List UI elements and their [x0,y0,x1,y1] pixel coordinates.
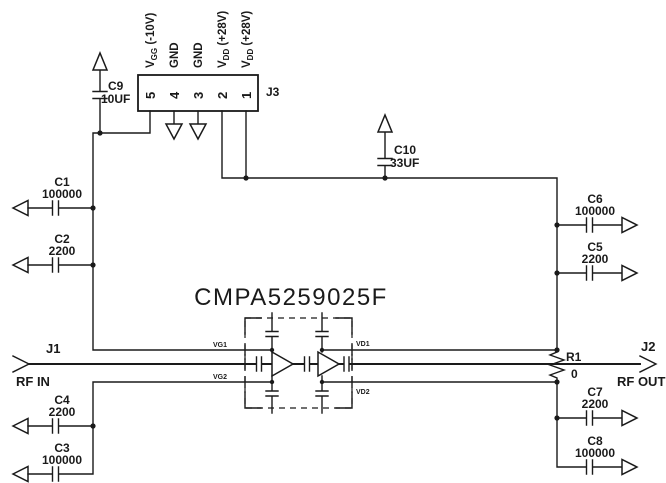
arrow-up-icon [376,113,394,133]
capacitor-symbol [27,200,94,216]
resistor-symbol [547,349,567,383]
chip-pin-vd2: VD2 [356,389,370,396]
port-j1: J1 RF IN [12,341,60,389]
port-label: RF OUT [617,374,665,389]
wire-vg2-rail [58,381,273,475]
capacitor-symbol [27,466,60,482]
cap-label: C9 [108,79,124,93]
cap-value: 100000 [575,204,615,218]
pin-number-3: 3 [191,92,206,99]
chip-outline-corners [244,317,353,409]
capacitor-c2: C2 2200 [11,232,94,274]
chip-title: CMPA5259025F [194,284,388,311]
cap-label: C1 [54,175,70,189]
cap-value: 10UF [101,92,130,106]
port-arrow-icon [639,355,658,373]
capacitor-c8: C8 100000 [575,434,639,476]
cap-value: 100000 [575,446,615,460]
arrow-up-icon [91,51,109,71]
cap-value: 33UF [390,156,419,170]
port-label: RF IN [16,374,50,389]
port-j2: J2 RF OUT [617,339,665,389]
connector-refdes: J3 [266,85,280,99]
capacitor-c4: C4 2200 [11,393,94,435]
amplifier-triangle [271,350,295,378]
arrow-right-icon [621,409,639,427]
capacitor-symbol [556,410,623,426]
pin-number-1: 1 [239,92,254,99]
pin-label-vdd1: VDD (+28V) [241,11,255,68]
cap-label: C4 [54,393,70,407]
arrow-left-icon [11,465,29,483]
cap-label: C5 [587,240,603,254]
cap-value: 2200 [582,252,609,266]
cap-value: 2200 [49,244,76,258]
chip-cmpa5259025f: CMPA5259025F VG1 VG2 VD1 VD2 [194,284,388,414]
capacitor-symbol [27,257,94,273]
capacitor-c1: C1 100000 [11,175,94,217]
capacitor-symbol [585,459,623,475]
port-refdes: J1 [46,341,60,356]
amplifier-triangle [317,350,341,378]
cap-value: 2200 [582,397,609,411]
wire-vgg-rail [92,110,273,351]
arrow-right-icon [621,458,639,476]
arrow-left-icon [11,256,29,274]
capacitor-symbol [92,69,108,134]
cap-label: C2 [54,232,70,246]
cap-label: C8 [587,434,603,448]
wire-vdd-rail [221,110,558,351]
cap-label: C10 [394,143,416,157]
internal-cap-stack [265,312,279,353]
chip-pin-vd1: VD1 [356,341,370,348]
pin-number-4: 4 [167,91,182,99]
capacitor-symbol [27,418,94,434]
port-arrow-icon [12,355,31,373]
series-capacitor-symbol [255,356,350,372]
chip-pin-vg2: VG2 [213,374,227,381]
chip-pin-vg1: VG1 [213,342,227,349]
ground-icon [164,123,184,141]
capacitor-symbol [556,217,623,233]
cap-value: 100000 [42,453,82,467]
capacitor-c5: C5 2200 [556,240,639,282]
resistor-r1: R1 0 [547,349,582,383]
connector-j3: J3 5 4 3 2 1 VGG (-10V) GND GND VDD (+28… [137,11,280,141]
arrow-right-icon [621,264,639,282]
power-rails [58,110,587,475]
pin-label-gnd3: GND [193,42,205,68]
pin-label-vgg: VGG (-10V) [145,13,159,68]
internal-cap-stack [315,312,329,353]
capacitor-symbol [377,131,393,179]
wire-vd2-rail [321,381,587,468]
arrow-left-icon [11,417,29,435]
arrow-right-icon [621,216,639,234]
cap-label: C3 [54,441,70,455]
cap-value: 2200 [49,405,76,419]
capacitor-c9: C9 10UF [91,51,130,134]
arrow-left-icon [11,199,29,217]
capacitor-c6: C6 100000 [556,192,639,234]
resistor-value: 0 [571,367,578,381]
capacitor-c10: C10 33UF [376,113,419,179]
cap-label: C7 [587,385,603,399]
capacitor-c3: C3 100000 [11,441,82,483]
ground-icon [188,123,208,141]
cap-value: 100000 [42,187,82,201]
cap-label: C6 [587,192,603,206]
pin-number-2: 2 [215,92,230,99]
pin-label-vdd2: VDD (+28V) [217,11,231,68]
pin-number-5: 5 [143,92,158,99]
port-refdes: J2 [641,339,655,354]
capacitor-symbol [556,265,623,281]
junction-dots [90,130,560,429]
resistor-label: R1 [566,350,582,364]
capacitor-c7: C7 2200 [556,385,639,427]
pin-label-gnd4: GND [169,42,181,68]
chip-pin-ticks [244,344,353,388]
